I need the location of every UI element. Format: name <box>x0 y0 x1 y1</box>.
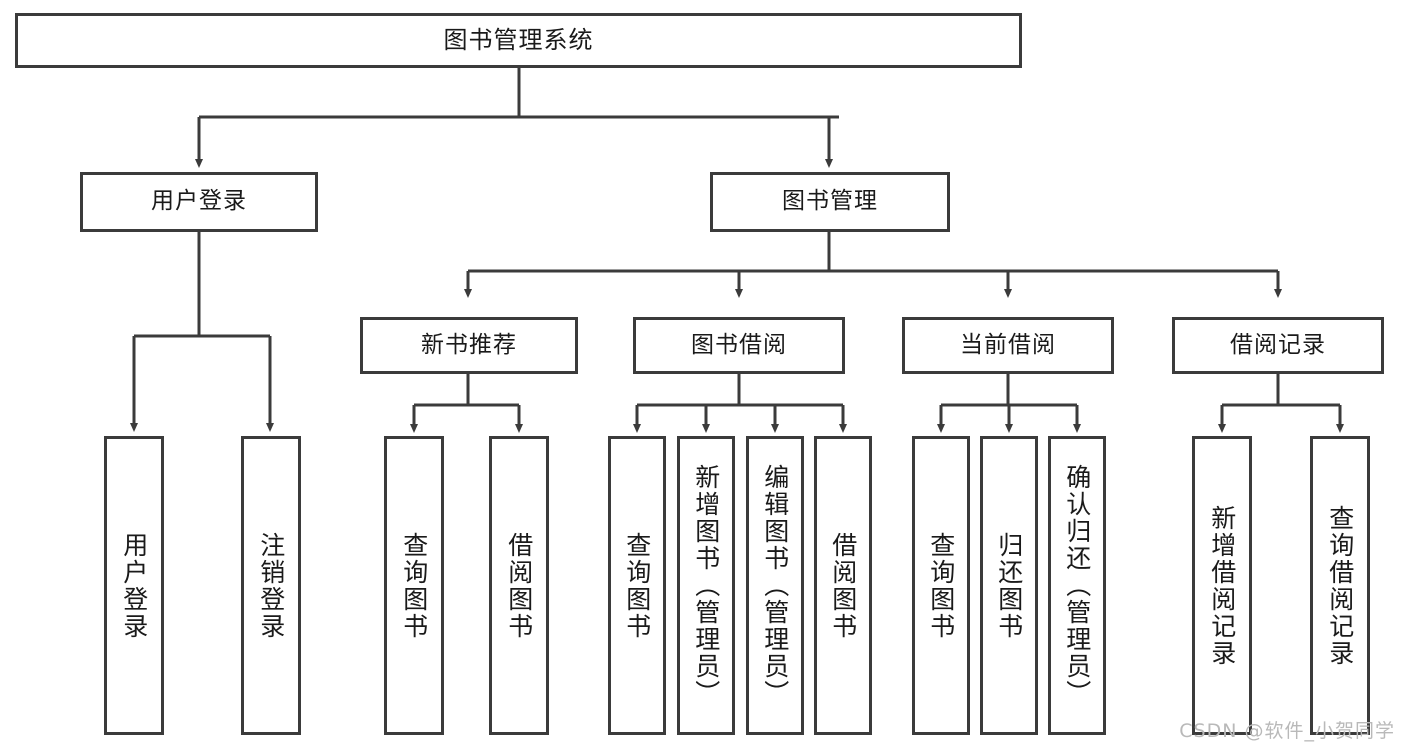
leaf-query-record-label: 查询借阅记录 <box>1325 504 1355 667</box>
node-borrow-record[interactable]: 借阅记录 <box>1172 317 1384 374</box>
node-new-book-recommend-label: 新书推荐 <box>421 331 517 358</box>
node-book-borrow-label: 图书借阅 <box>691 331 787 358</box>
leaf-return-book[interactable]: 归还图书 <box>980 436 1038 735</box>
leaf-return-book-label: 归还图书 <box>994 531 1024 640</box>
node-user-login[interactable]: 用户登录 <box>80 172 318 232</box>
leaf-borrow-book-1-label: 借阅图书 <box>504 531 534 640</box>
leaf-user-logout-label: 注销登录 <box>256 531 286 640</box>
leaf-add-record-label: 新增借阅记录 <box>1207 504 1237 667</box>
node-borrow-record-label: 借阅记录 <box>1230 331 1326 358</box>
leaf-borrow-book-1[interactable]: 借阅图书 <box>489 436 549 735</box>
leaf-query-book-2[interactable]: 查询图书 <box>608 436 666 735</box>
node-root[interactable]: 图书管理系统 <box>15 13 1022 68</box>
node-book-manage-label: 图书管理 <box>782 188 878 215</box>
leaf-add-book-label: 新增图书（管理员） <box>691 464 721 707</box>
leaf-add-record[interactable]: 新增借阅记录 <box>1192 436 1252 735</box>
leaf-query-book-1[interactable]: 查询图书 <box>384 436 444 735</box>
leaf-user-logout[interactable]: 注销登录 <box>241 436 301 735</box>
leaf-user-login[interactable]: 用户登录 <box>104 436 164 735</box>
leaf-query-record[interactable]: 查询借阅记录 <box>1310 436 1370 735</box>
leaf-query-book-1-label: 查询图书 <box>399 531 429 640</box>
node-user-login-label: 用户登录 <box>151 188 247 215</box>
leaf-confirm-return[interactable]: 确认归还（管理员） <box>1048 436 1106 735</box>
node-book-manage[interactable]: 图书管理 <box>710 172 950 232</box>
leaf-add-book[interactable]: 新增图书（管理员） <box>677 436 735 735</box>
node-current-borrow-label: 当前借阅 <box>960 331 1056 358</box>
node-current-borrow[interactable]: 当前借阅 <box>902 317 1114 374</box>
watermark-text: CSDN @软件_小贺同学 <box>1179 720 1395 742</box>
leaf-query-book-3[interactable]: 查询图书 <box>912 436 970 735</box>
leaf-query-book-3-label: 查询图书 <box>926 531 956 640</box>
node-new-book-recommend[interactable]: 新书推荐 <box>360 317 578 374</box>
leaf-edit-book-label: 编辑图书（管理员） <box>760 464 790 707</box>
leaf-confirm-return-label: 确认归还（管理员） <box>1062 464 1092 707</box>
leaf-user-login-label: 用户登录 <box>119 531 149 640</box>
node-root-label: 图书管理系统 <box>443 26 594 55</box>
leaf-edit-book[interactable]: 编辑图书（管理员） <box>746 436 804 735</box>
node-book-borrow[interactable]: 图书借阅 <box>633 317 845 374</box>
leaf-borrow-book-2-label: 借阅图书 <box>828 531 858 640</box>
leaf-query-book-2-label: 查询图书 <box>622 531 652 640</box>
leaf-borrow-book-2[interactable]: 借阅图书 <box>814 436 872 735</box>
